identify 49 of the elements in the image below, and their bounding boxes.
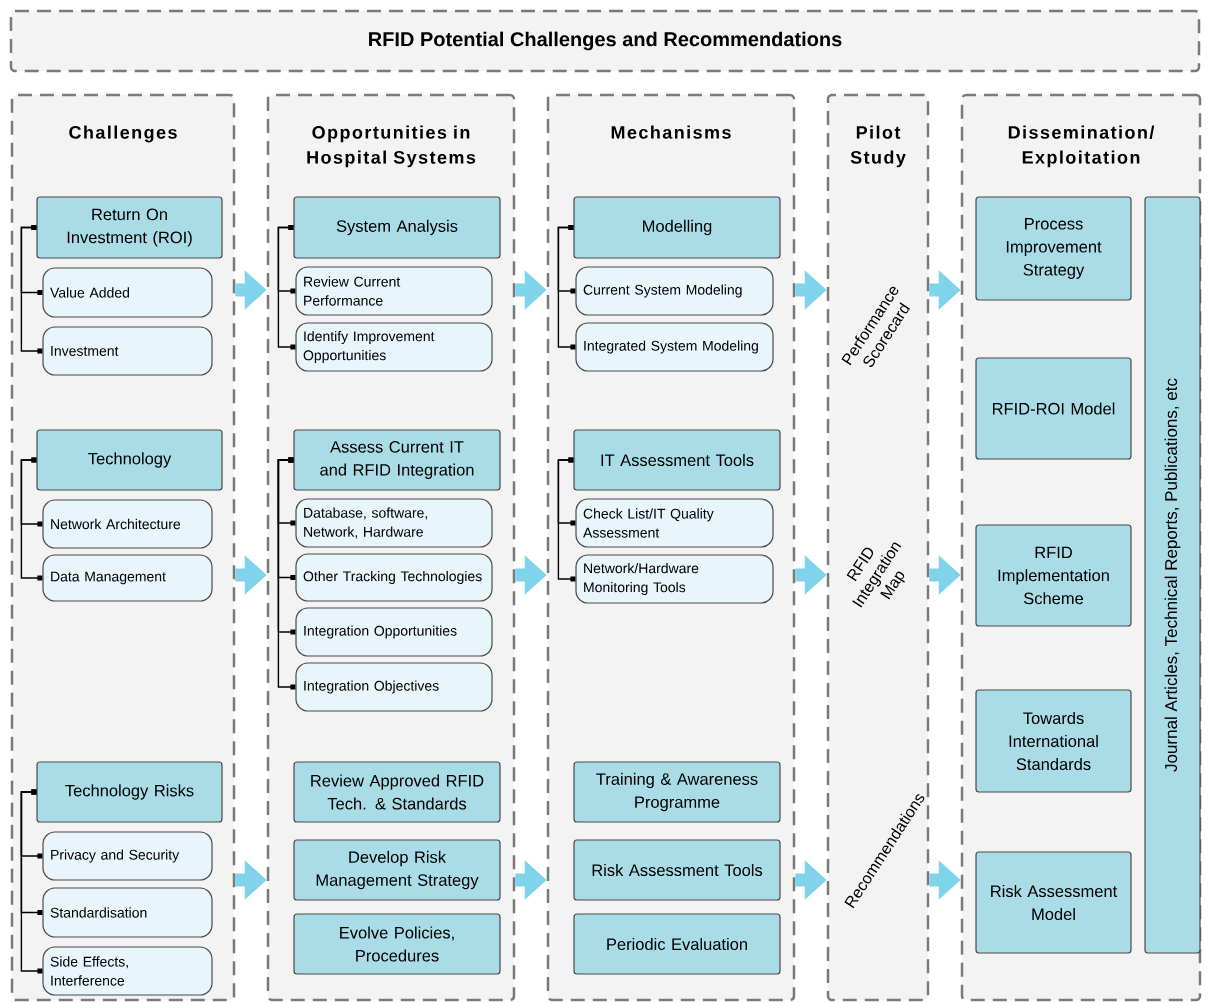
lane-heading: Mechanisms [611, 125, 731, 139]
item-box: Data Management [42, 554, 213, 602]
process-box: Training & Awareness Programme [573, 761, 781, 823]
tree-connector [20, 457, 43, 581]
process-box: Periodic Evaluation [573, 913, 781, 975]
lane-heading: Dissemination/ Exploitation [1008, 125, 1155, 168]
title-banner: RFID Potential Challenges and Recommendations [9, 9, 1201, 73]
tree-connector [557, 225, 576, 350]
process-box: Risk Assessment Model [975, 851, 1132, 954]
item-box: Database, software, Network, Hardware [295, 498, 493, 548]
tree-connector [20, 789, 43, 974]
item-box: Network/Hardware Monitoring Tools [575, 554, 774, 604]
process-box: Towards International Standards [975, 689, 1132, 793]
output-bar: Journal Articles, Technical Reports, Publications, etc [1144, 196, 1201, 954]
process-box: Technology Risks [36, 761, 223, 823]
tree-connector [557, 457, 576, 582]
lane-heading: Pilot Study [850, 125, 906, 168]
process-box: Evolve Policies, Procedures [293, 913, 501, 975]
process-box: RFID-ROI Model [975, 357, 1132, 460]
tree-connector [277, 457, 296, 690]
tree-connector [20, 225, 43, 354]
item-box: Review Current Performance [295, 266, 493, 316]
item-box: Integration Opportunities [295, 607, 493, 657]
process-box: Process Improvement Strategy [975, 196, 1132, 301]
tree-connector [277, 225, 296, 350]
item-box: Network Architecture [42, 499, 213, 549]
item-box: Integration Objectives [295, 662, 493, 712]
process-box: RFID Implementation Scheme [975, 524, 1132, 627]
item-box: Identify Improvement Opportunities [295, 322, 493, 372]
item-box: Value Added [42, 267, 213, 318]
item-box: Standardisation [42, 887, 213, 938]
item-box: Current System Modeling [575, 266, 774, 316]
process-box: Return On Investment (ROI) [36, 196, 223, 259]
process-box: IT Assessment Tools [573, 429, 781, 491]
item-box: Investment [42, 326, 213, 376]
lane-heading: Opportunities in Hospital Systems [307, 125, 476, 168]
process-box: System Analysis [293, 196, 501, 259]
lane-heading: Challenges [69, 125, 177, 143]
item-box: Privacy and Security [42, 831, 213, 881]
item-box: Side Effects, Interference [42, 946, 213, 996]
item-box: Integrated System Modeling [575, 322, 774, 372]
process-box: Risk Assessment Tools [573, 839, 781, 901]
item-box: Check List/IT Quality Assessment [575, 498, 774, 548]
process-box: Technology [36, 429, 223, 491]
process-box: Review Approved RFID Tech. & Standards [293, 761, 501, 823]
item-box: Other Tracking Technologies [295, 553, 493, 602]
process-box: Assess Current IT and RFID Integration [293, 429, 501, 491]
process-box: Modelling [573, 196, 781, 259]
process-box: Develop Risk Management Strategy [293, 839, 501, 901]
